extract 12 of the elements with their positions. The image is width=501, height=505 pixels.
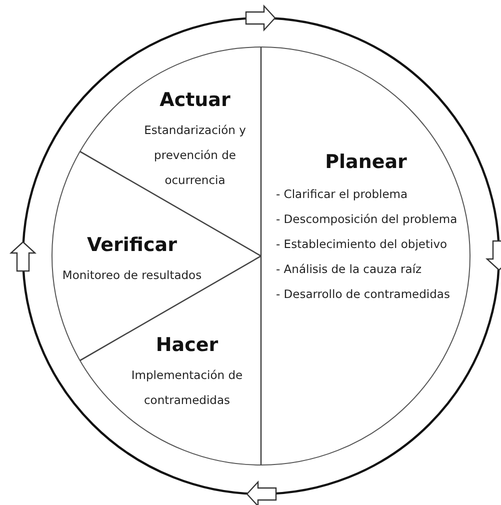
sector-description: Monitoreo de resultados	[62, 267, 202, 284]
sector-title: Planear	[324, 150, 408, 174]
sector-title: Verificar	[86, 233, 178, 257]
list-item: - Establecimiento del objetivo	[276, 236, 448, 253]
list-item: - Análisis de la cauza raíz	[276, 261, 423, 278]
sector-description: Estandarización y prevención de ocurrencia	[143, 122, 247, 189]
sector-description: Implementación de contramedidas	[130, 367, 244, 409]
sector-title: Actuar	[158, 88, 232, 112]
list-item: - Desarrollo de contramedidas	[276, 286, 451, 303]
list-item: - Descomposición del problema	[276, 211, 456, 228]
list-item: - Clarificar el problema	[276, 186, 409, 203]
sector-title: Hacer	[154, 333, 220, 357]
